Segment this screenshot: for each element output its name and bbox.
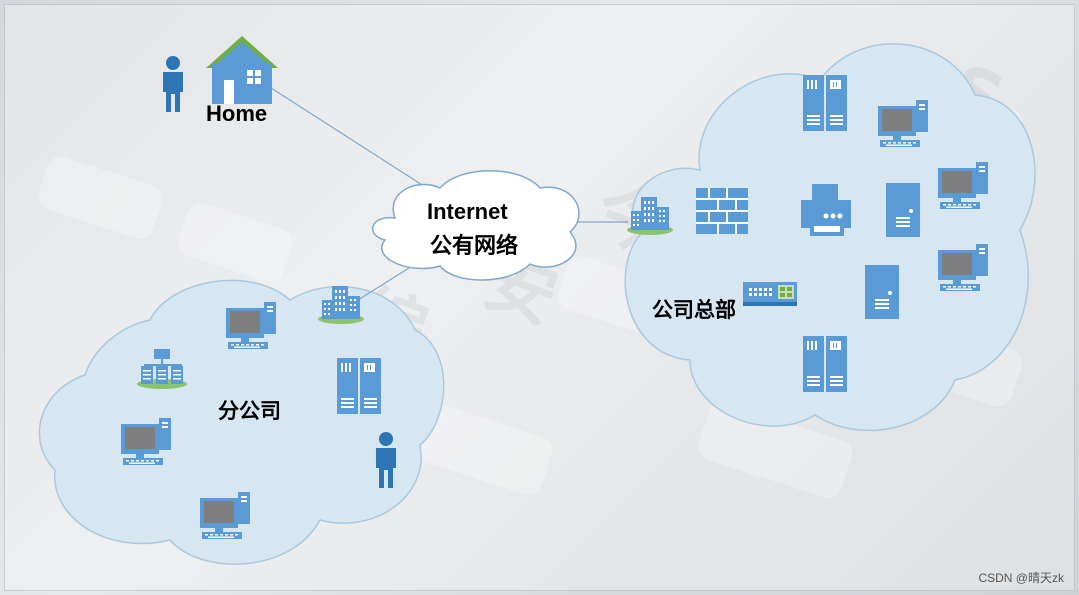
headquarters-cloud: [624, 43, 1036, 432]
network-switch-icon: [743, 282, 797, 306]
home-label: Home: [206, 101, 268, 126]
hq-tower-server-icon: [865, 265, 899, 319]
internet-title: Internet: [427, 199, 508, 224]
branch-switch-icon: [137, 349, 187, 389]
internet-cloud: [371, 170, 580, 281]
firewall-icon: [696, 188, 748, 234]
branch-office-label: 分公司: [218, 400, 281, 423]
home-user-icon: [163, 56, 183, 112]
hq-tower-server-icon: [886, 183, 920, 237]
branch-office-cloud: [38, 279, 445, 565]
watermark-text: CSDN @晴天zk: [978, 571, 1064, 585]
printer-icon: [801, 184, 851, 236]
headquarters-label: 公司总部: [652, 299, 736, 322]
house-icon: [206, 36, 278, 104]
internet-subtitle: 公有网络: [430, 233, 519, 258]
link-home-internet: [267, 85, 431, 191]
